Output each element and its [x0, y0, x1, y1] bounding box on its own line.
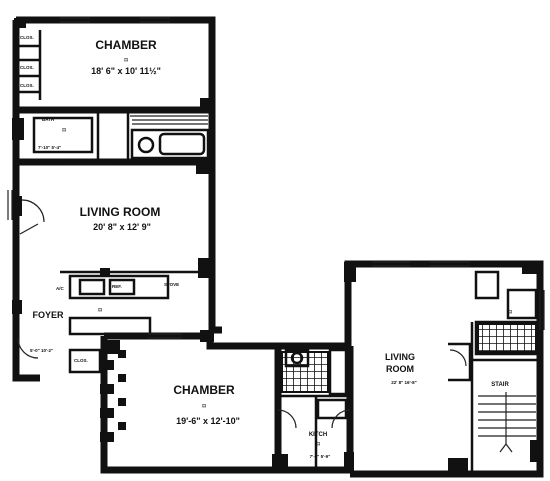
living-room-2-light-icon: ⌑ [507, 310, 512, 316]
foyer-label: FOYER [32, 310, 64, 320]
kitchen-closet [316, 398, 348, 420]
living-room-2-label-line1: LIVING [385, 352, 415, 362]
upper-unit-doors [17, 199, 45, 359]
kitchen-light-icon: ⌑ [315, 442, 320, 448]
chamber-lower-label: CHAMBER [173, 383, 235, 397]
closet-foyer-label: CLOS. [74, 358, 88, 363]
lower-unit-windows [148, 261, 545, 339]
closet-label-1: CLOS. [20, 35, 34, 40]
kitchen-small-label: KITCH [309, 432, 327, 438]
chamber-lower-dims: 19'-6" x 12'-10" [176, 416, 240, 426]
living-room-2-dims: 22' 8" 16'-8" [391, 380, 416, 385]
ceiling-light-icon: ⌑ [123, 58, 128, 64]
stove-note: STOVE [164, 282, 179, 287]
kitchenette [68, 268, 170, 336]
bath-fixtures [32, 115, 210, 160]
foyer-light-icon: ⌑ [97, 308, 102, 314]
kitchen-small-dims: 7'-1" 5'-9" [310, 454, 331, 459]
lower-unit-piers [102, 262, 542, 472]
living-room-dims: 20' 8" x 12' 9" [93, 222, 151, 232]
stair-label: STAIR [491, 382, 509, 388]
kitchen-tile-floor [281, 348, 348, 396]
chamber-upper-label: CHAMBER [95, 38, 157, 52]
living-room-2-label-line2: ROOM [386, 364, 414, 374]
lower-unit-labels: CHAMBER ⌑ 19'-6" x 12'-10" LIVING ROOM 2… [173, 310, 512, 459]
closet-label-2: CLOS. [20, 65, 34, 70]
foyer-dims: 5'-0" 10'-2" [30, 348, 53, 353]
bath-light-icon: ⌑ [61, 128, 66, 134]
bath-upper-dims: 7'-10" 5'-4" [38, 145, 61, 150]
living-room-label: LIVING ROOM [80, 205, 161, 219]
stair-treads [478, 392, 536, 453]
lower-chamber-windows [100, 350, 126, 442]
lower-unit-doors [277, 409, 351, 429]
upper-unit-piers [12, 18, 214, 314]
bath-upper-label: BATH [42, 117, 54, 122]
chamber-lower-light-icon: ⌑ [201, 404, 206, 410]
chamber-upper-dims: 18' 6" x 10' 11½" [91, 66, 161, 76]
upper-unit-windows [7, 17, 170, 220]
bath-note: MEDICINE CAB & SHELF [66, 158, 120, 163]
ac-note: A/C [56, 286, 65, 291]
living-room-2-fixtures [448, 270, 538, 382]
lower-unit-walls [100, 260, 544, 478]
refrigerator-note: REF. [112, 284, 122, 289]
upper-unit-labels: CHAMBER ⌑ 18' 6" x 10' 11½" CLOS. CLOS. … [20, 35, 179, 363]
closet-label-3: CLOS. [20, 83, 34, 88]
